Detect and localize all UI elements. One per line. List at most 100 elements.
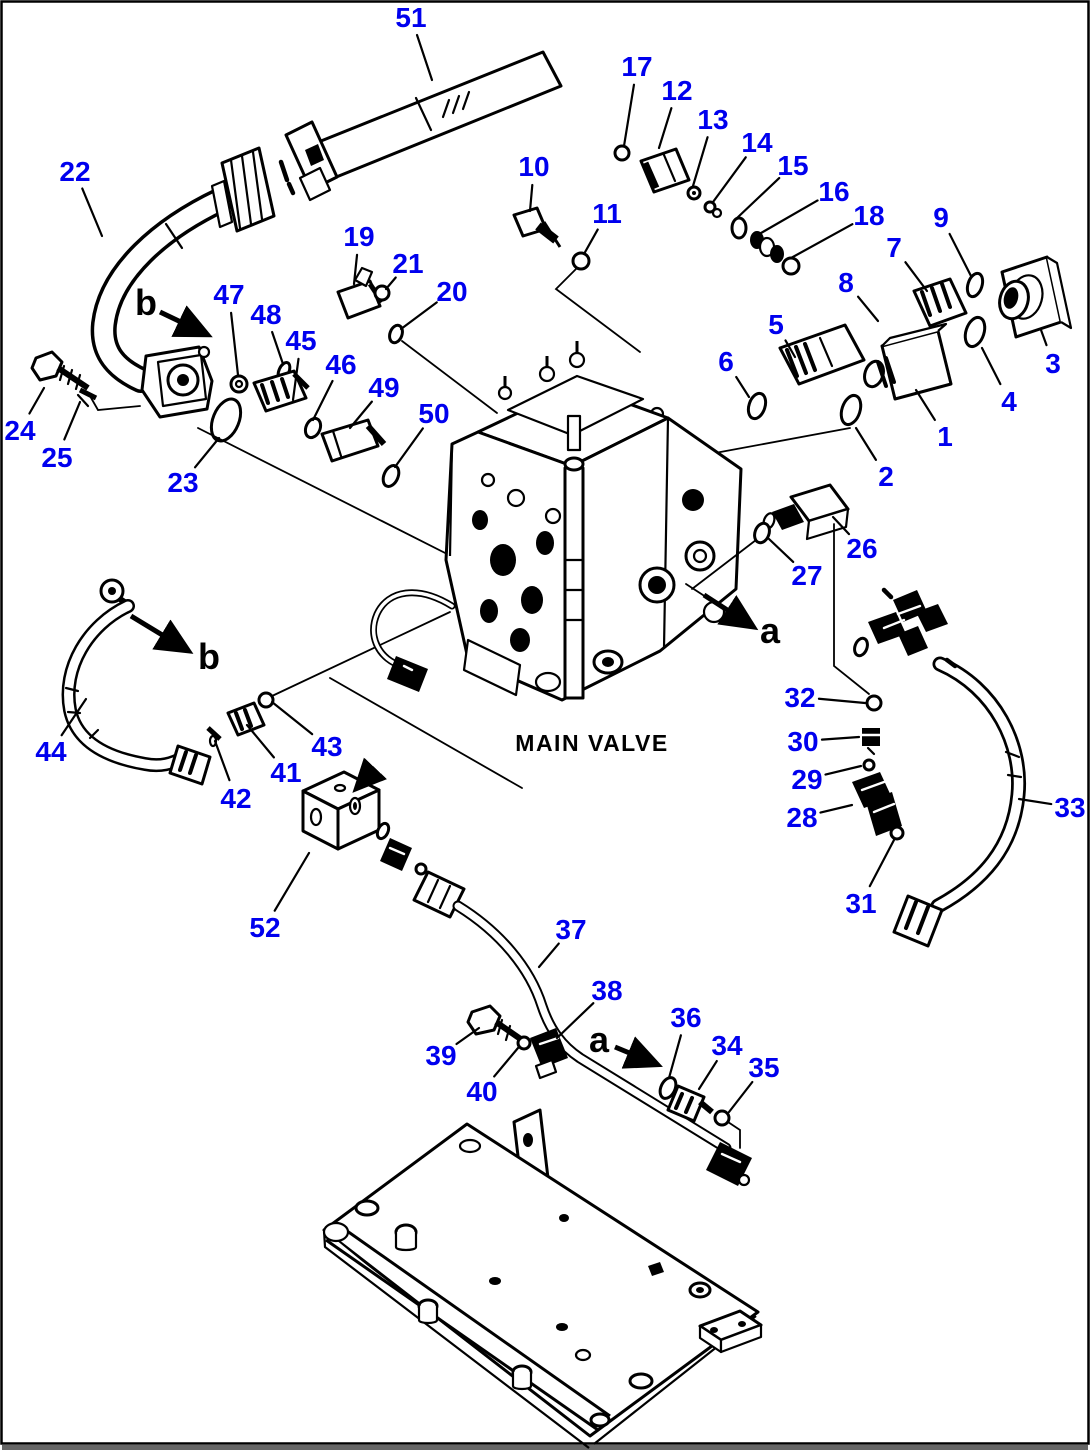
callout-48-label: 48	[250, 299, 281, 330]
callout-48-leader	[271, 330, 285, 366]
callout-15-leader	[735, 176, 781, 220]
callout-52-label: 52	[249, 912, 280, 943]
callout-16-label: 16	[818, 176, 849, 207]
oring-17	[613, 144, 631, 162]
callout-5-label: 5	[768, 309, 784, 340]
callout-28-leader	[819, 803, 854, 814]
oring-2	[839, 393, 863, 427]
callout-42-label: 42	[220, 783, 251, 814]
callout-5-leader	[784, 339, 797, 359]
callout-23-leader	[193, 436, 221, 469]
callout-35-label: 35	[748, 1052, 779, 1083]
callout-6-leader	[735, 375, 751, 399]
callout-34-leader	[697, 1059, 718, 1091]
callout-23-label: 23	[167, 467, 198, 498]
callout-32-label: 32	[784, 682, 815, 713]
callout-14-leader	[711, 156, 747, 204]
callout-6-label: 6	[718, 346, 734, 377]
callout-40-label: 40	[466, 1076, 497, 1107]
callout-3-label: 3	[1045, 348, 1061, 379]
callout-43-leader	[270, 700, 314, 736]
hose-37-group	[452, 900, 752, 1187]
callout-3-leader	[1039, 328, 1048, 347]
bolt-24	[30, 350, 64, 382]
callout-20-label: 20	[436, 276, 467, 307]
callout-28-label: 28	[786, 802, 817, 833]
callout-32-leader	[817, 697, 867, 705]
callout-7-leader	[904, 261, 929, 293]
callout-45-leader	[291, 357, 300, 402]
leader-lines	[28, 33, 1053, 1114]
callout-12-leader	[657, 107, 673, 150]
callout-29-leader	[824, 764, 863, 776]
callout-31-label: 31	[845, 888, 876, 919]
bottom-margin-strip	[2, 1445, 1088, 1450]
callout-labels: 1234567891011121314151617181920212223242…	[4, 2, 1085, 1107]
callout-26-label: 26	[846, 533, 877, 564]
hose-33-group	[852, 587, 1027, 948]
view-marker-b-label-0: b	[135, 282, 157, 323]
hose-44-group	[61, 578, 275, 786]
callout-21-leader	[384, 276, 397, 291]
callout-1-label: 1	[937, 421, 953, 452]
oring-18	[781, 256, 801, 276]
cylinder-5	[778, 323, 866, 386]
callout-24-label: 24	[4, 415, 36, 446]
callout-24-leader	[28, 386, 46, 415]
callout-15-label: 15	[777, 150, 808, 181]
callout-25-label: 25	[41, 442, 72, 473]
callout-8-leader	[856, 295, 880, 323]
callout-39-leader	[455, 1026, 481, 1046]
callout-41-label: 41	[270, 757, 301, 788]
callout-40-leader	[493, 1046, 520, 1078]
hose-22-drawing	[90, 146, 276, 393]
callout-44-leader	[60, 697, 88, 737]
flange-block-drawing	[30, 345, 243, 443]
callout-29-label: 29	[791, 764, 822, 795]
callout-38-leader	[555, 1002, 595, 1040]
fitting-chain-top	[613, 144, 801, 276]
view-marker-b-label-1: b	[198, 636, 220, 677]
callout-1-leader	[914, 388, 936, 422]
callout-35-leader	[727, 1080, 754, 1114]
callout-7-label: 7	[886, 232, 902, 263]
callout-50-label: 50	[418, 398, 449, 429]
callout-16-leader	[759, 199, 819, 235]
oring-27	[753, 521, 771, 545]
solenoid-26-group	[691, 483, 883, 712]
oring-6	[746, 391, 768, 421]
callout-19-label: 19	[343, 221, 374, 252]
callout-18-leader	[789, 223, 854, 260]
callout-2-label: 2	[878, 461, 894, 492]
callout-18-label: 18	[853, 200, 884, 231]
callout-2-leader	[854, 426, 878, 461]
callout-31-leader	[868, 838, 896, 888]
fitting-41	[226, 701, 266, 737]
connector-plug	[387, 656, 428, 692]
plate-outline	[322, 1122, 760, 1438]
callout-13-leader	[691, 136, 709, 188]
pin-25	[78, 387, 98, 401]
callout-36-label: 36	[670, 1002, 701, 1033]
ring-31	[889, 825, 905, 841]
callout-22-label: 22	[59, 156, 90, 187]
pin-42	[206, 726, 222, 741]
callout-43-label: 43	[311, 731, 342, 762]
callout-34-label: 34	[711, 1030, 743, 1061]
callout-12-label: 12	[661, 75, 692, 106]
callout-37-leader	[537, 942, 560, 969]
plug-30	[862, 728, 880, 746]
ring-32	[865, 694, 883, 712]
hose-51-drawing	[278, 50, 563, 202]
view-marker-a-arrow-3	[614, 1036, 663, 1069]
callout-8-label: 8	[838, 267, 854, 298]
callout-38-label: 38	[591, 975, 622, 1006]
callout-47-label: 47	[213, 279, 244, 310]
callout-4-label: 4	[1001, 386, 1017, 417]
ring-29	[862, 758, 876, 772]
view-marker-a-label-2: a	[760, 610, 781, 651]
callout-33-label: 33	[1054, 792, 1085, 823]
